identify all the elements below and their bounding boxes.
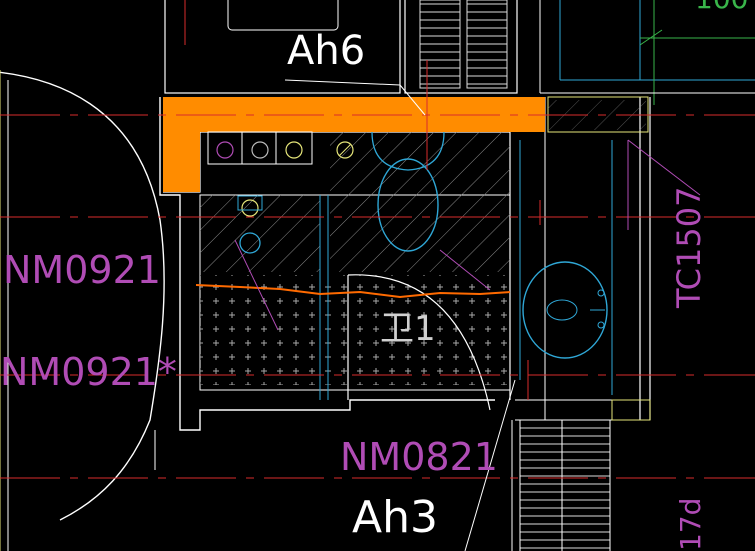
dimension-lines (540, 0, 755, 105)
label-nm0821: NM0821 (340, 435, 498, 479)
label-ah3: Ah3 (352, 492, 438, 543)
lower-stair (511, 419, 611, 551)
floor-level-line (195, 284, 511, 299)
label-right-bottom-fragment: 17d (674, 498, 707, 551)
label-room-mark: 卫1 (380, 309, 436, 349)
label-tc1507: TC1507 (670, 187, 708, 309)
label-ah6: Ah6 (287, 28, 365, 74)
label-nm0921-star: NM0921* (0, 350, 177, 394)
axis-lines (0, 0, 755, 479)
leader-lines (234, 79, 516, 551)
door-swing (154, 274, 491, 470)
bathroom-fixtures (207, 131, 613, 400)
label-top-right-fragment: 100 (695, 0, 748, 15)
label-nm0921: NM0921 (3, 248, 161, 292)
orange-wall-band (163, 97, 545, 192)
upper-rooms (164, 0, 755, 94)
curved-wall (0, 70, 165, 551)
